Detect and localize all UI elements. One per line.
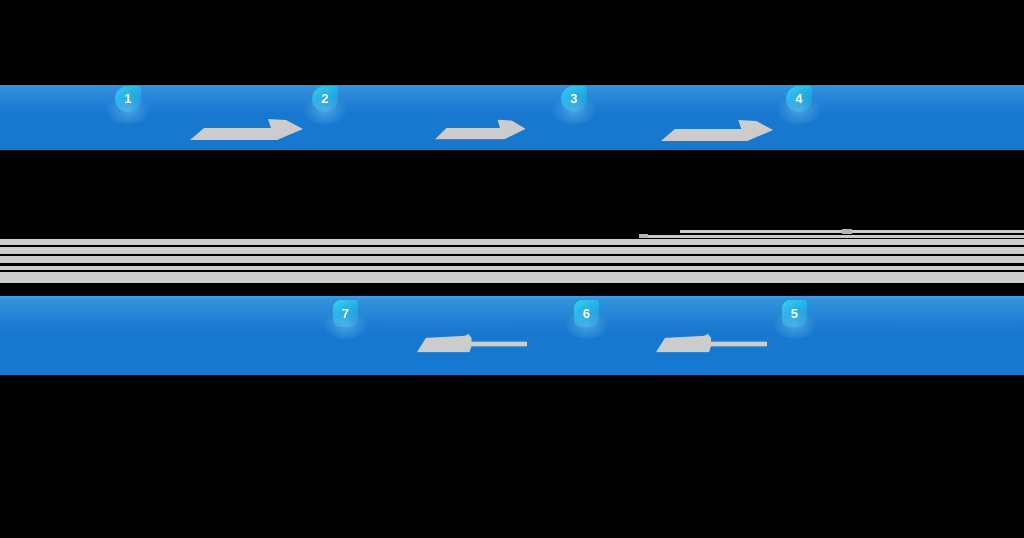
divider-stripe bbox=[0, 266, 1024, 270]
step-number: 7 bbox=[341, 306, 350, 321]
step-badge-4: 4 bbox=[776, 86, 822, 124]
step-badge-7: 7 bbox=[323, 300, 368, 339]
left-arrow-icon bbox=[417, 334, 528, 355]
step-number: 6 bbox=[582, 306, 591, 321]
left-arrow-icon bbox=[656, 334, 768, 355]
step-number: 4 bbox=[795, 91, 803, 106]
rule-tick bbox=[842, 229, 852, 234]
step-badge-5: 5 bbox=[772, 300, 817, 339]
step-number: 1 bbox=[124, 91, 132, 106]
flow-band-top bbox=[0, 85, 1024, 150]
rule-tick bbox=[639, 234, 648, 238]
divider-stripe bbox=[0, 256, 1024, 263]
step-badge-1: 1 bbox=[105, 86, 151, 124]
step-badge-6: 6 bbox=[564, 300, 609, 339]
thin-rule bbox=[680, 230, 1024, 233]
divider-stripe bbox=[0, 239, 1024, 245]
step-number: 3 bbox=[570, 91, 578, 106]
step-number: 2 bbox=[321, 91, 329, 106]
step-badge-3: 3 bbox=[551, 86, 597, 124]
thin-rule bbox=[642, 235, 1024, 238]
step-number: 5 bbox=[790, 306, 799, 321]
right-arrow-icon bbox=[657, 116, 781, 142]
divider-stripe bbox=[0, 247, 1024, 254]
right-arrow-icon bbox=[432, 116, 532, 140]
divider-stripe bbox=[0, 272, 1024, 283]
step-badge-2: 2 bbox=[302, 86, 348, 124]
flow-band-bottom bbox=[0, 296, 1024, 375]
right-arrow-icon bbox=[186, 115, 311, 141]
